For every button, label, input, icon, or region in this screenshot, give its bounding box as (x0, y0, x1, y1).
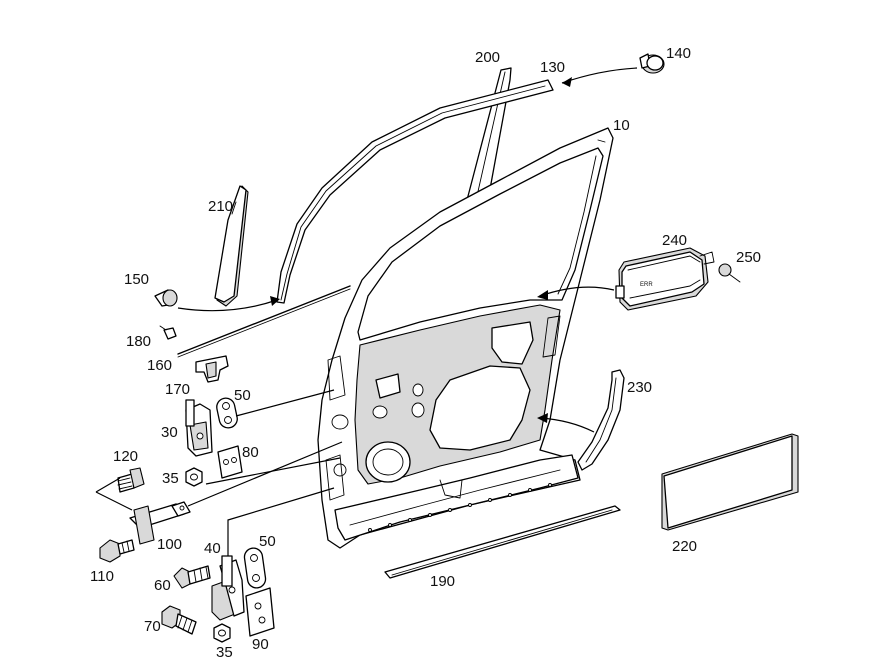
bolt-60 (173, 565, 211, 589)
plate-80 (217, 445, 243, 479)
label-250: 250 (736, 249, 761, 266)
seal-230 (577, 369, 625, 471)
clip-140 (639, 53, 665, 74)
label-170: 170 (165, 381, 190, 398)
label-50-upper: 50 (234, 387, 251, 404)
clip-250 (718, 263, 741, 283)
label-210: 210 (208, 198, 233, 215)
glass-channel-130 (276, 79, 554, 304)
rivet-row (368, 483, 552, 532)
label-90: 90 (252, 636, 269, 653)
check-strap-100 (129, 501, 191, 545)
label-240: 240 (662, 232, 687, 249)
label-130: 130 (540, 59, 565, 76)
plate-50-upper (216, 397, 238, 429)
label-200: 200 (475, 49, 500, 66)
label-100: 100 (157, 536, 182, 553)
label-160: 160 (147, 357, 172, 374)
label-220: 220 (672, 538, 697, 555)
label-30: 30 (161, 424, 178, 441)
leader-lines (95, 67, 638, 556)
rod-160 (177, 285, 351, 358)
screw-180 (159, 325, 177, 340)
triangle-cover-210 (214, 185, 249, 307)
label-80: 80 (242, 444, 259, 461)
control-unit-marking: ERR (640, 282, 653, 288)
nut-35-upper (185, 467, 203, 487)
label-35-upper: 35 (162, 470, 179, 487)
plate-90 (245, 587, 275, 637)
label-40: 40 (204, 540, 221, 557)
label-70: 70 (144, 618, 161, 635)
part-labels: 10 130 140 200 210 150 180 160 170 50 30… (90, 45, 761, 661)
label-180: 180 (126, 333, 151, 350)
bolt-70 (161, 605, 197, 635)
clip-150 (154, 289, 178, 307)
label-150: 150 (124, 271, 149, 288)
label-35-lower: 35 (216, 644, 233, 661)
hinge-30 (185, 399, 213, 457)
nut-35-lower (213, 623, 231, 643)
bolt-110 (99, 539, 135, 563)
label-140: 140 (666, 45, 691, 62)
label-10: 10 (613, 117, 630, 134)
label-190: 190 (430, 573, 455, 590)
label-50-lower: 50 (259, 533, 276, 550)
label-230: 230 (627, 379, 652, 396)
label-60: 60 (154, 577, 171, 594)
panel-220 (661, 433, 799, 531)
hinge-40 (211, 555, 245, 621)
label-110: 110 (90, 568, 114, 585)
bracket-170 (195, 355, 229, 383)
bolt-120 (117, 467, 145, 493)
sill-strip-190 (384, 505, 621, 579)
door-shell-10 (317, 127, 614, 549)
plate-50-lower (243, 547, 267, 589)
control-unit-240: ERR (615, 247, 715, 311)
label-120: 120 (113, 448, 138, 465)
